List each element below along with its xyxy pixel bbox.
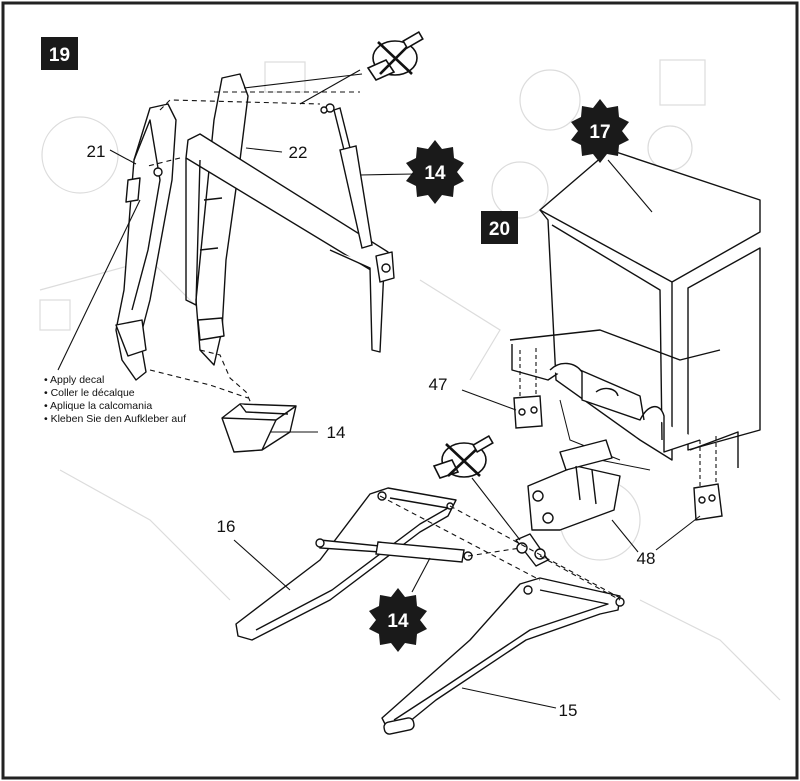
part-14-bucket <box>221 403 297 453</box>
decal-note-line-es: • Aplique la calcomania <box>44 400 153 412</box>
no-glue-icon <box>366 30 424 82</box>
callout-14-top: 14 <box>406 140 464 204</box>
callout-17: 17 <box>571 99 629 163</box>
alignment-lines-48 <box>699 436 717 488</box>
label-part-21: 21 <box>87 142 106 161</box>
part-22-boom <box>185 73 395 366</box>
alignment-lines-20 <box>379 495 625 601</box>
label-part-47: 47 <box>429 375 448 394</box>
part-48-hinge-mount <box>515 439 621 567</box>
part-21-arm <box>115 103 177 381</box>
callout-14-top-text: 14 <box>424 163 446 184</box>
hydraulic-cylinder-top <box>320 103 373 249</box>
label-part-15: 15 <box>559 701 578 720</box>
step-19-number: 19 <box>49 45 70 66</box>
part-48-bracket-right <box>693 483 723 521</box>
callout-17-text: 17 <box>589 122 610 143</box>
callout-14-bottom-text: 14 <box>387 611 409 632</box>
callout-14-bottom-leader <box>411 557 431 593</box>
step-19-badge <box>41 37 78 70</box>
decal-note-line-en: • Apply decal <box>44 374 105 386</box>
part-15-arm <box>381 577 625 735</box>
leader-lines-19 <box>57 147 318 433</box>
no-glue-bottom-leader <box>471 477 521 541</box>
part-47-bracket <box>513 395 543 429</box>
callout-14-top-leader <box>359 173 415 176</box>
callout-14-bottom: 14 <box>369 588 427 652</box>
alignment-lines-47 <box>519 348 537 398</box>
callout-17-leader <box>607 159 653 213</box>
no-glue-icon-bottom <box>432 434 494 479</box>
solid-pointer-lines-19 <box>243 69 363 105</box>
step-20-badge <box>481 211 518 244</box>
part-16-arm <box>235 487 457 641</box>
step-20-number: 20 <box>489 219 510 240</box>
label-part-48: 48 <box>637 549 656 568</box>
decal-note-line-fr: • Coller le décalque <box>44 387 135 399</box>
part-17-cab <box>509 149 761 468</box>
label-part-16: 16 <box>217 517 236 536</box>
hydraulic-cylinder-bottom <box>315 538 473 563</box>
decal-note-line-de: • Kleben Sie den Aufkleber auf <box>44 413 187 425</box>
label-part-22: 22 <box>289 143 308 162</box>
alignment-lines-19 <box>147 91 360 411</box>
decal-note: • Apply decal • Coller le décalque • Apl… <box>44 374 186 426</box>
leader-lines-20 <box>233 389 701 709</box>
label-part-14-bucket: 14 <box>327 423 346 442</box>
